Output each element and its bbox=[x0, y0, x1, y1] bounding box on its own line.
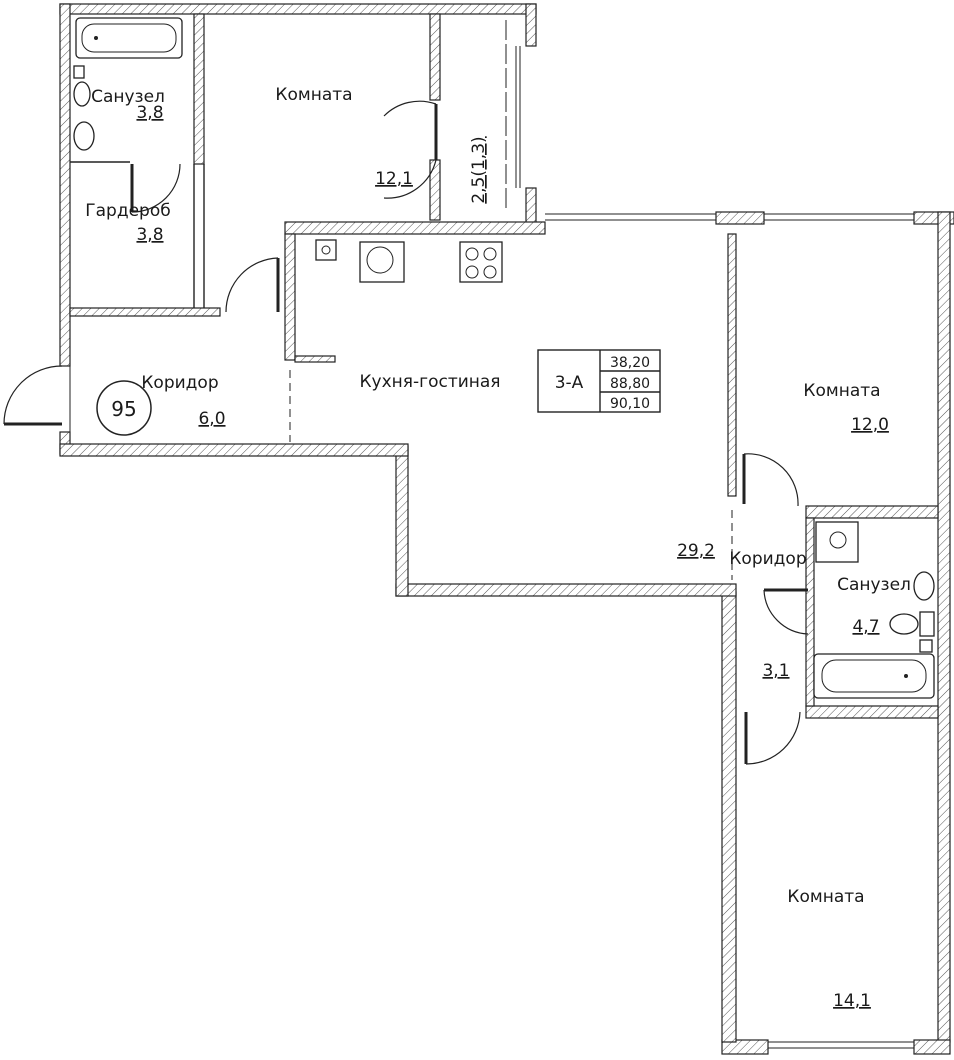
fixtures bbox=[73, 17, 935, 699]
bathroom-top-area: 3,8 bbox=[136, 103, 163, 123]
room-right-area: 12,0 bbox=[851, 415, 889, 435]
wall bbox=[284, 221, 546, 235]
kitchen-living-label: Кухня-гостиная bbox=[359, 372, 500, 392]
wall bbox=[395, 583, 737, 597]
wardrobe-label: Гардероб bbox=[85, 201, 170, 221]
doors bbox=[3, 100, 809, 765]
wall bbox=[69, 307, 221, 317]
wall bbox=[727, 233, 737, 497]
wall bbox=[284, 233, 296, 361]
room-bottom-area: 14,1 bbox=[833, 991, 871, 1011]
wall bbox=[937, 211, 951, 1043]
corridor-left-area: 6,0 bbox=[198, 409, 225, 429]
toilet-icon bbox=[73, 65, 85, 79]
bathtub-icon bbox=[75, 17, 183, 59]
wardrobe-area: 3,8 bbox=[136, 225, 163, 245]
apartment-type: 3-А bbox=[555, 373, 584, 393]
sink-icon bbox=[73, 121, 95, 151]
bathroom-right-label: Санузел bbox=[837, 575, 911, 595]
balcony-area: 2,5(1,3) bbox=[469, 136, 489, 203]
wall bbox=[59, 3, 537, 15]
wall bbox=[721, 591, 737, 1043]
bathroom-top-label: Санузел bbox=[91, 87, 165, 107]
wall bbox=[721, 1039, 769, 1055]
wall bbox=[193, 13, 205, 165]
wall bbox=[715, 211, 765, 225]
bathroom-right-area: 4,7 bbox=[852, 617, 879, 637]
wall bbox=[395, 445, 409, 597]
wall bbox=[429, 159, 441, 221]
room-labels: Санузел 3,8 Гардероб 3,8 Комната 12,1 2,… bbox=[85, 85, 911, 1011]
apartment-area-with-balcony: 90,10 bbox=[610, 396, 650, 412]
wall bbox=[805, 705, 939, 719]
wall bbox=[913, 1039, 951, 1055]
wall bbox=[429, 13, 441, 101]
room-top-area: 12,1 bbox=[375, 169, 413, 189]
wall bbox=[59, 443, 409, 457]
apartment-area-total: 88,80 bbox=[610, 376, 650, 392]
wall bbox=[59, 3, 71, 367]
wall bbox=[525, 3, 537, 47]
kitchen-living-area: 29,2 bbox=[677, 541, 715, 561]
washing-machine-icon bbox=[815, 521, 859, 563]
wall bbox=[294, 355, 336, 363]
wall bbox=[805, 505, 939, 519]
wall bbox=[525, 187, 537, 225]
corridor-right-area: 3,1 bbox=[762, 661, 789, 681]
room-bottom-label: Комната bbox=[787, 887, 864, 907]
apartment-info-table: 3-А 38,20 88,80 90,10 bbox=[537, 349, 661, 413]
apartment-number-circle bbox=[96, 380, 152, 436]
walls bbox=[59, 3, 954, 1055]
kitchen-sink-icon bbox=[359, 241, 405, 283]
bathtub-icon bbox=[813, 653, 935, 699]
partitions bbox=[69, 20, 914, 1049]
apartment-number: 95 bbox=[111, 397, 136, 421]
corridor-right-label: Коридор bbox=[729, 549, 806, 569]
room-top-label: Комната bbox=[275, 85, 352, 105]
riser-icon bbox=[315, 239, 337, 261]
apartment-area-living: 38,20 bbox=[610, 355, 650, 371]
corridor-left-label: Коридор bbox=[141, 373, 218, 393]
stove-icon bbox=[459, 241, 503, 283]
toilet-icon bbox=[889, 613, 919, 635]
wall bbox=[805, 517, 815, 707]
sink-icon bbox=[913, 571, 935, 601]
room-right-label: Комната bbox=[803, 381, 880, 401]
